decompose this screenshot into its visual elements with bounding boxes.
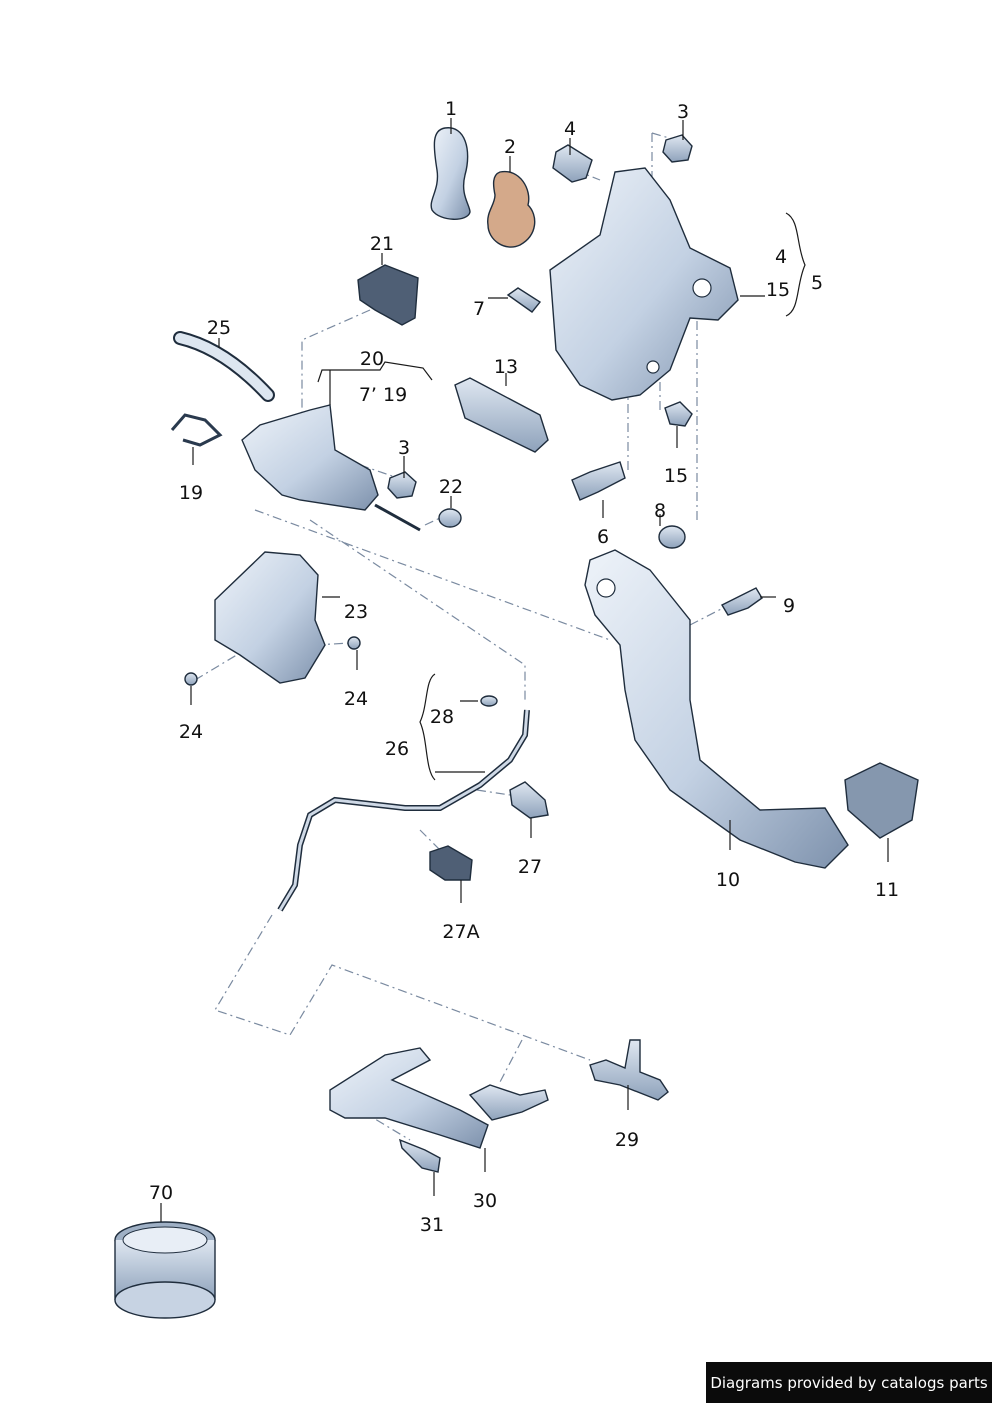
part-26-clutch-line-inner	[278, 709, 529, 911]
part-13-spring[interactable]	[454, 377, 549, 453]
part-27a-holder[interactable]	[429, 845, 473, 881]
part-11-pedal-pad[interactable]	[844, 762, 919, 839]
label-24-right: 24	[344, 688, 368, 710]
label-4-right: 4	[775, 246, 787, 268]
part-7-pin[interactable]	[506, 287, 542, 313]
part-24-clip-left[interactable]	[184, 672, 198, 686]
label-31: 31	[420, 1214, 444, 1236]
part-23-cover[interactable]	[214, 551, 326, 684]
part-27-holder[interactable]	[509, 781, 549, 819]
part-19-clip[interactable]	[170, 413, 223, 447]
part-9-bolt[interactable]	[721, 587, 763, 616]
label-30: 30	[473, 1190, 497, 1212]
part-21-sensor[interactable]	[357, 264, 419, 326]
part-2-gasket[interactable]	[487, 170, 536, 248]
part-25-hose-inner	[175, 333, 273, 400]
part-10-clutch-pedal[interactable]	[584, 549, 849, 869]
part-3-nut-mid[interactable]	[387, 471, 417, 499]
label-6: 6	[597, 526, 609, 548]
part-3-nut-top[interactable]	[662, 134, 693, 163]
label-27: 27	[518, 856, 542, 878]
pedal-pivot-hole	[596, 578, 616, 598]
bracket-hole-2	[646, 360, 660, 374]
label-20-sub: 7’ 19	[359, 384, 407, 406]
label-23: 23	[344, 601, 368, 623]
label-3-mid: 3	[398, 437, 410, 459]
label-15-right: 15	[766, 279, 790, 301]
part-28-seal[interactable]	[480, 695, 498, 707]
label-25: 25	[207, 317, 231, 339]
label-4-top: 4	[564, 118, 576, 140]
label-28: 28	[430, 706, 454, 728]
part-8-bushing[interactable]	[658, 525, 686, 549]
part-30-slave-cylinder[interactable]	[329, 1047, 489, 1149]
label-5: 5	[811, 272, 823, 294]
label-22: 22	[439, 476, 463, 498]
label-24-left: 24	[179, 721, 203, 743]
label-8: 8	[654, 500, 666, 522]
part-15-buffer[interactable]	[664, 401, 693, 427]
part-20-master-cylinder[interactable]	[241, 404, 379, 511]
push-rod	[374, 503, 421, 532]
label-21: 21	[370, 233, 394, 255]
leader-lines	[160, 118, 889, 1222]
label-1: 1	[445, 98, 457, 120]
part-31-bolt[interactable]	[398, 1138, 441, 1173]
part-29-tee-connector[interactable]	[589, 1039, 669, 1101]
bracket-hole	[692, 278, 712, 298]
label-2: 2	[504, 136, 516, 158]
label-70: 70	[149, 1182, 173, 1204]
label-20: 20	[360, 348, 384, 370]
label-11: 11	[875, 879, 899, 901]
watermark-banner: Diagrams provided by catalogs parts	[706, 1362, 992, 1403]
slave-cylinder-fitting	[468, 1084, 549, 1121]
label-27a: 27A	[442, 921, 479, 943]
label-3-top: 3	[677, 101, 689, 123]
label-29: 29	[615, 1129, 639, 1151]
label-10: 10	[716, 869, 740, 891]
label-7: 7	[473, 298, 485, 320]
callout-labels: 1 2 4 3 4 5 15 7 21 25 20 7’ 19 13 3 19 …	[149, 98, 899, 1236]
part-6-stop[interactable]	[571, 461, 626, 501]
part-70-sleeve[interactable]	[114, 1221, 216, 1319]
label-19: 19	[179, 482, 203, 504]
part-24-clip-right[interactable]	[347, 636, 361, 650]
part-1-seal[interactable]	[430, 127, 471, 220]
label-15-mid: 15	[664, 465, 688, 487]
part-4-bushing[interactable]	[552, 144, 593, 183]
label-13: 13	[494, 356, 518, 378]
part-22-bushing[interactable]	[438, 508, 462, 528]
label-9: 9	[783, 595, 795, 617]
part-5-pedal-bracket[interactable]	[549, 167, 739, 401]
label-26: 26	[385, 738, 409, 760]
